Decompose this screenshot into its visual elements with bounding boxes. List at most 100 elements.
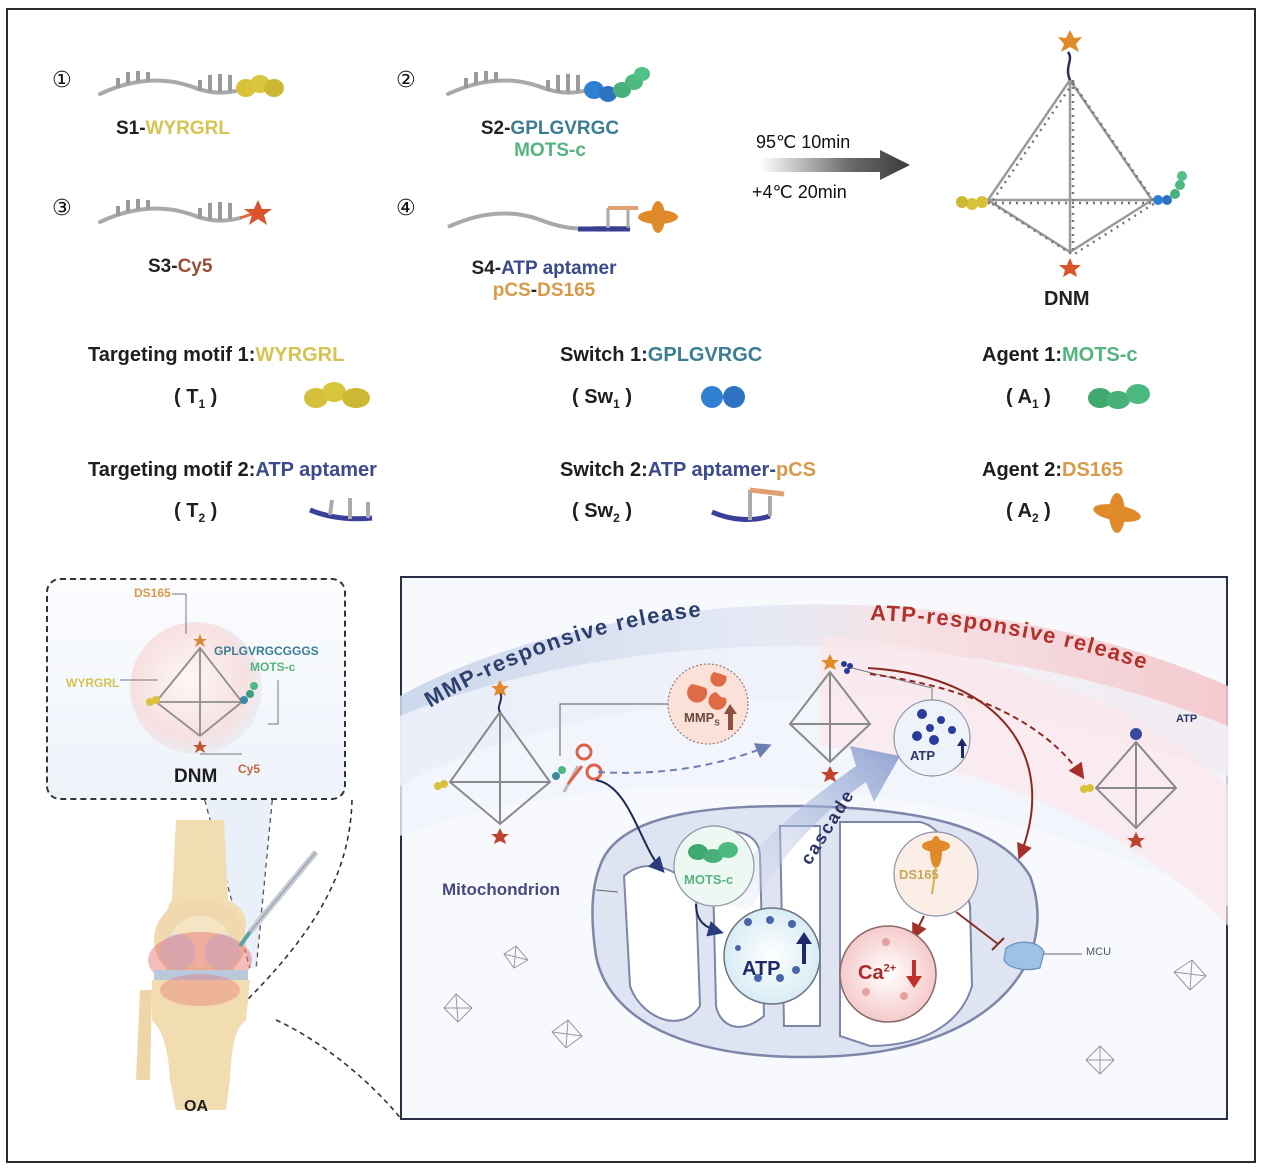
dnm-middle-icon [788, 654, 872, 782]
inset-agent-label: MOTS-c [250, 660, 296, 674]
legend-sw2-value: ATP aptamer- [647, 459, 776, 481]
assembly-step1: 95℃ 10min [756, 132, 851, 152]
legend-icons [304, 382, 1150, 533]
ds165-icon [638, 201, 678, 233]
figure-frame [6, 8, 1256, 1163]
mcu-channel-icon [1003, 941, 1045, 971]
assembly-step2: +4℃ 20min [752, 182, 847, 202]
dnm-octahedron [956, 30, 1187, 277]
dnm-left-icon [434, 680, 566, 844]
aptamer-icon [309, 498, 373, 522]
legend-t1-value: WYRGRL [255, 344, 345, 366]
legend-sw2-abbr-text: Sw [584, 500, 614, 522]
strand-s2-tag2: MOTS-c [514, 140, 586, 161]
mmp-banner-label: MMP-responsive release [420, 596, 703, 712]
atp-inner-bubble [723, 907, 821, 1005]
floating-dnm-icons [443, 945, 1207, 1075]
legend-t2-value: ATP aptamer [255, 459, 377, 481]
strand-number-2: ② [396, 68, 416, 93]
legend-t1-abbr: ( T1 ) [174, 386, 218, 411]
legend-t1-name: Targeting motif 1: [88, 344, 256, 366]
legend-a1-abbr: ( A1 ) [1006, 386, 1051, 411]
blue-green-peptide-icon [584, 67, 650, 102]
yellow-peptide-icon [304, 382, 370, 408]
legend-sw1-title: Switch 1:GPLGVRGC [560, 344, 762, 367]
strand-s4-graphic [447, 201, 678, 233]
yellow-peptide-icon [146, 696, 160, 706]
mmp-sub: S [714, 718, 720, 728]
legend-a2-abbr: ( A2 ) [1006, 500, 1051, 525]
legend-a2-name: Agent 2: [982, 459, 1062, 481]
strand-s2-name: S2- [480, 118, 511, 139]
calcium-bubble [839, 925, 937, 1023]
legend-sw1-sub: 1 [613, 397, 620, 411]
knee-graphic [136, 799, 403, 1121]
strand-s1-tag: WYRGRL [145, 118, 231, 139]
strand-s1-label: S1-WYRGRL [116, 118, 230, 140]
strand-s1-name: S1- [116, 118, 146, 139]
mots-c-bubble-label: MOTS-c [684, 872, 734, 887]
legend-t1-sub: 1 [198, 397, 206, 411]
legend-t2-name: Targeting motif 2: [88, 459, 256, 481]
legend-t2-abbr: ( T2 ) [174, 500, 218, 525]
legend-a1-value: MOTS-c [1062, 344, 1138, 366]
mcu-label: MCU [1086, 946, 1112, 958]
inset-graphic [120, 593, 279, 755]
dnm-product-label: DNM [1044, 288, 1090, 310]
atp-banner-label: ATP-responsive release [870, 600, 1152, 675]
strand-s3-graphic [98, 197, 272, 225]
blue-peptide-icon [701, 386, 745, 408]
legend-sw2-abbr: ( Sw2 ) [572, 500, 633, 525]
strand-s4-name: S4- [471, 258, 502, 279]
ds165-icon [1093, 493, 1141, 533]
inset-dye-label: Cy5 [238, 762, 261, 776]
mmp-bubble-label: MMPS [684, 710, 720, 728]
yellow-peptide-icon [956, 196, 988, 210]
mechanism-graphic: cascade [400, 604, 1228, 1075]
strand-s1-graphic [98, 69, 284, 97]
dnm-right-icon [1080, 728, 1178, 848]
legend-sw2-sub: 2 [613, 511, 620, 525]
calcium-text: Ca [858, 962, 884, 984]
inset-ds165-label: DS165 [134, 586, 171, 600]
legend-a1-name: Agent 1: [982, 344, 1062, 366]
ds165-star-icon [1058, 30, 1082, 52]
strand-s2-graphic [446, 67, 650, 102]
legend-t2-sub: 2 [198, 511, 206, 525]
banner-text-layer: MMP-responsive release ATP-responsive re… [420, 596, 1152, 712]
strand-number-1: ① [52, 68, 72, 93]
inset-title: DNM [174, 766, 218, 787]
strand-s3-tag: Cy5 [177, 256, 213, 277]
atp-inner-label: ATP [742, 958, 781, 980]
strand-s4-sep: - [530, 280, 538, 301]
legend-sw1-abbr: ( Sw1 ) [572, 386, 633, 411]
legend-sw1-name: Switch 1: [560, 344, 648, 366]
legend-a1-title: Agent 1:MOTS-c [982, 344, 1138, 367]
strand-number-3: ③ [52, 196, 72, 221]
green-peptide-icon [1088, 384, 1150, 409]
ds165-bubble [893, 831, 979, 917]
strand-s4-pcs: pCS [492, 280, 531, 301]
strand-s2-tag: GPLGVRGC [510, 118, 620, 139]
legend-a1-abbr-text: A [1017, 386, 1032, 408]
atp-bubble [893, 699, 971, 777]
cy5-star-icon [193, 740, 207, 753]
mmp-bubble [667, 663, 749, 745]
atp-free-label: ATP [1176, 713, 1198, 725]
legend-sw2-value2: pCS [775, 459, 816, 481]
legend-a2-title: Agent 2:DS165 [982, 459, 1123, 482]
cy5-star-icon [244, 200, 272, 225]
knee-joint-icon [136, 820, 252, 1110]
legend-t1-abbr-text: T [186, 386, 199, 408]
strand-s4-label: S4-ATP aptamer pCS-DS165 [444, 258, 644, 302]
legend-a2-abbr-text: A [1017, 500, 1032, 522]
legend-t2-title: Targeting motif 2:ATP aptamer [88, 459, 377, 482]
legend-a2-sub: 2 [1031, 511, 1039, 525]
blue-green-peptide-icon [240, 682, 258, 704]
ds165-bubble-label: DS165 [899, 867, 939, 882]
yellow-peptide-icon [236, 75, 284, 97]
assembly-arrow [760, 150, 910, 180]
legend-a1-sub: 1 [1031, 397, 1039, 411]
knee-label: OA [184, 1098, 208, 1115]
legend-sw1-value: GPLGVRGC [647, 344, 763, 366]
